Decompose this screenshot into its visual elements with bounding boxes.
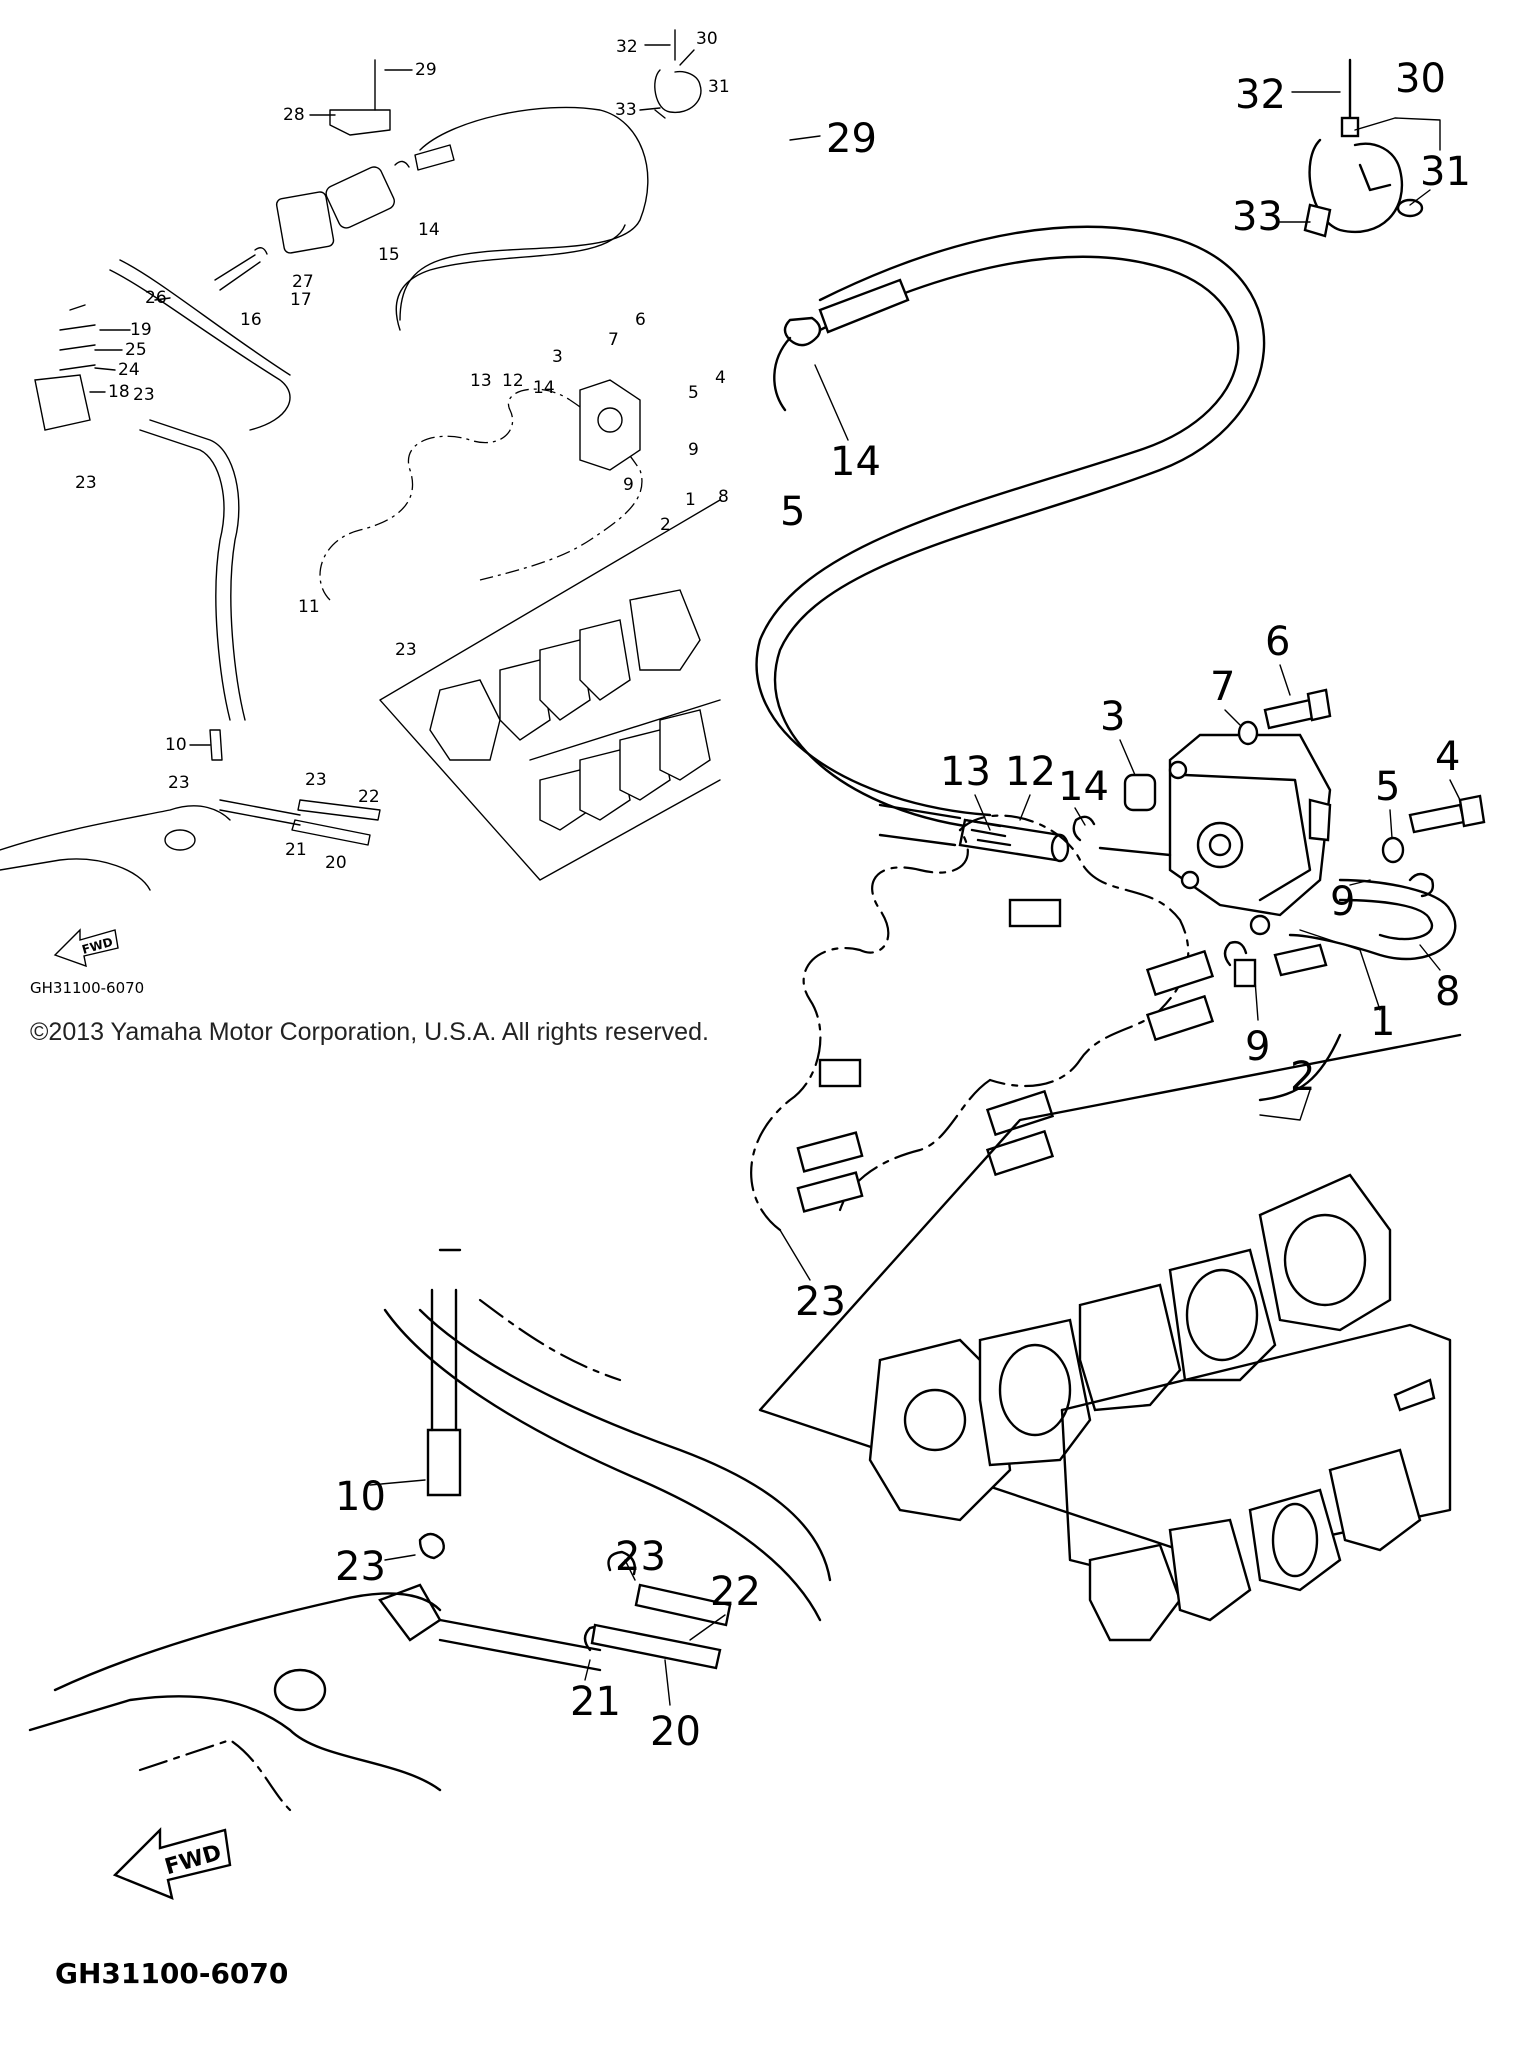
label-large-3: 3 xyxy=(1100,694,1125,740)
label-small-9a: 9 xyxy=(688,440,699,460)
label-small-28: 28 xyxy=(283,105,305,125)
label-small-19: 19 xyxy=(130,320,152,340)
label-large-9a: 9 xyxy=(1330,879,1355,925)
clamp-assembly xyxy=(1303,58,1424,238)
label-large-14a: 14 xyxy=(1058,764,1109,810)
carburetors xyxy=(750,814,1257,1232)
large-view: FWD 1 2 3 4 5 6 7 8 9 9 10 12 13 14 14 2… xyxy=(28,56,1486,1900)
label-small-14b: 14 xyxy=(418,220,440,240)
label-small-15: 15 xyxy=(378,245,400,265)
label-large-12: 12 xyxy=(1005,749,1056,795)
label-large-23c: 23 xyxy=(795,1279,846,1325)
label-small-31: 31 xyxy=(708,77,730,97)
label-small-3: 3 xyxy=(552,347,563,367)
label-large-30: 30 xyxy=(1395,56,1446,102)
label-large-partial-5: 5 xyxy=(780,489,805,535)
leader-lines-large xyxy=(369,91,1461,1706)
label-small-7: 7 xyxy=(608,330,619,350)
large-labels: 1 2 3 4 5 6 7 8 9 9 10 12 13 14 14 20 21… xyxy=(335,56,1471,1755)
label-large-29: 29 xyxy=(826,116,877,162)
label-small-5: 5 xyxy=(688,383,699,403)
label-small-23e: 23 xyxy=(305,770,327,790)
label-small-10: 10 xyxy=(165,735,187,755)
label-small-13: 13 xyxy=(470,371,492,391)
label-small-4: 4 xyxy=(715,368,726,388)
label-large-6: 6 xyxy=(1265,619,1290,665)
label-small-22: 22 xyxy=(358,787,380,807)
label-large-33: 33 xyxy=(1232,194,1283,240)
copyright-notice: ©2013 Yamaha Motor Corporation, U.S.A. A… xyxy=(30,1018,709,1046)
gasket-panel xyxy=(758,1033,1462,1642)
label-small-9b: 9 xyxy=(623,475,634,495)
label-large-4: 4 xyxy=(1435,734,1460,780)
label-large-5: 5 xyxy=(1375,764,1400,810)
label-small-27: 27 xyxy=(292,272,314,292)
label-small-24: 24 xyxy=(118,360,140,380)
label-small-6: 6 xyxy=(635,310,646,330)
label-large-14b: 14 xyxy=(830,439,881,485)
label-large-20: 20 xyxy=(650,1709,701,1755)
label-small-25: 25 xyxy=(125,340,147,360)
label-large-2: 2 xyxy=(1290,1054,1315,1100)
label-small-32: 32 xyxy=(616,37,638,57)
label-small-30: 30 xyxy=(696,29,718,49)
label-small-23c: 23 xyxy=(395,640,417,660)
diagram-code-large: GH31100-6070 xyxy=(55,1957,288,1990)
label-large-21: 21 xyxy=(570,1679,621,1725)
label-small-2: 2 xyxy=(660,515,671,535)
label-large-10: 10 xyxy=(335,1474,386,1520)
label-large-23a: 23 xyxy=(335,1544,386,1590)
label-large-13: 13 xyxy=(940,749,991,795)
label-small-23a: 23 xyxy=(133,385,155,405)
fwd-arrow-large: FWD xyxy=(112,1827,232,1900)
label-small-29: 29 xyxy=(415,60,437,80)
label-large-7: 7 xyxy=(1210,664,1235,710)
diagram-code-small: GH31100-6070 xyxy=(30,979,144,997)
label-small-17: 17 xyxy=(290,290,312,310)
label-large-32: 32 xyxy=(1235,72,1286,118)
label-small-12: 12 xyxy=(502,371,524,391)
label-large-31: 31 xyxy=(1420,149,1471,195)
label-small-14a: 14 xyxy=(533,378,555,398)
label-small-11: 11 xyxy=(298,597,320,617)
label-small-1: 1 xyxy=(685,490,696,510)
fuel-tank xyxy=(28,1248,832,1812)
label-small-20: 20 xyxy=(325,853,347,873)
label-large-22: 22 xyxy=(710,1569,761,1615)
fuel-pump xyxy=(1168,733,1332,936)
label-small-26: 26 xyxy=(145,288,167,308)
label-small-33: 33 xyxy=(615,100,637,120)
label-small-23d: 23 xyxy=(168,773,190,793)
label-small-21: 21 xyxy=(285,840,307,860)
label-small-23b: 23 xyxy=(75,473,97,493)
label-large-9b: 9 xyxy=(1245,1024,1270,1070)
small-view: FWD 1 2 3 4 5 6 7 8 9 9 10 11 12 13 14 1… xyxy=(0,29,730,968)
label-large-23b: 23 xyxy=(615,1534,666,1580)
label-large-1: 1 xyxy=(1370,999,1395,1045)
label-large-8: 8 xyxy=(1435,969,1460,1015)
label-small-16: 16 xyxy=(240,310,262,330)
label-small-18: 18 xyxy=(108,382,130,402)
bolts xyxy=(1123,688,1486,864)
label-small-8: 8 xyxy=(718,487,729,507)
